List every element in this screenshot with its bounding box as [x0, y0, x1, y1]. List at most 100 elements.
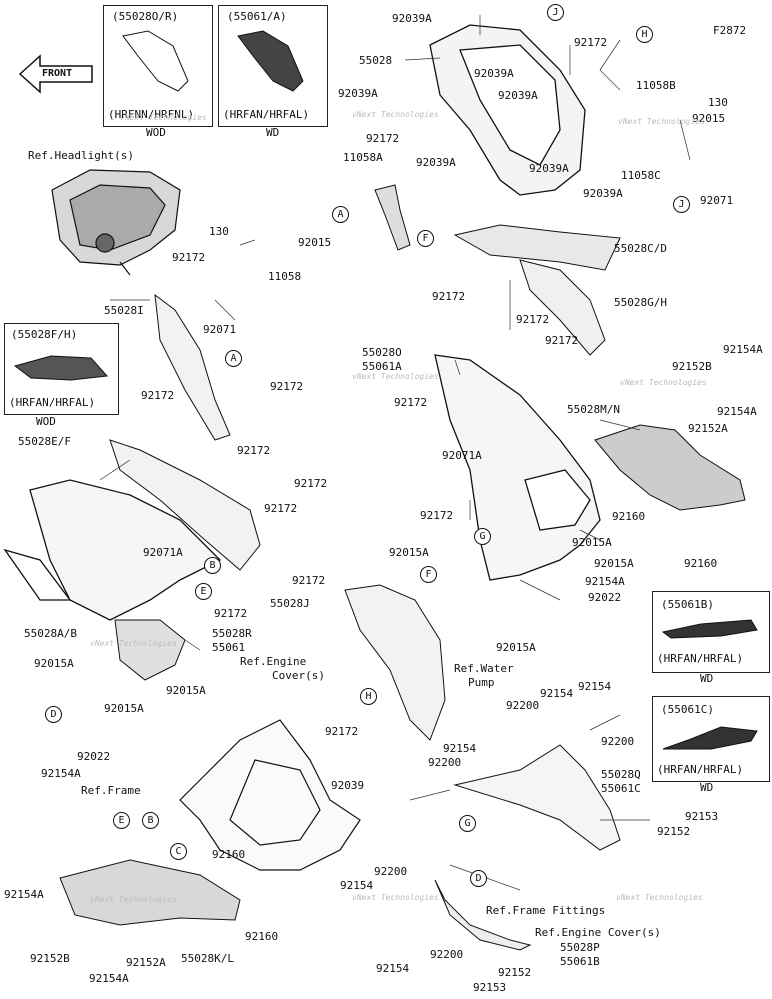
part-label: 11058A: [343, 151, 383, 164]
part-label: 92172: [264, 502, 298, 515]
inset-variant: (HRFAN/HRFAL): [223, 108, 310, 121]
under-cowl-55028p: [434, 879, 532, 951]
inset-market: WOD: [146, 126, 166, 139]
inset-55061a: (55061/A) (HRFAN/HRFAL): [218, 5, 328, 127]
part-label: 130: [708, 96, 728, 109]
inset-variant: (HRFNN/HRFNL): [108, 108, 195, 121]
part-label: 92172: [394, 396, 428, 409]
part-label: 92015A: [572, 536, 612, 549]
frame: [179, 719, 361, 871]
inner-cover-55028ef: [109, 439, 261, 571]
headlight-assembly: [51, 169, 181, 276]
side-piece-55028i: [154, 293, 231, 441]
inset-market: WD: [700, 672, 714, 685]
inset-part-image: [237, 30, 304, 92]
inner-panel-55028cd: [453, 224, 621, 271]
watermark: vNext Technologies: [120, 113, 207, 122]
part-label: 92039: [331, 779, 365, 792]
part-label: 55028P: [560, 941, 600, 954]
ref-frame: Ref.Frame: [81, 784, 141, 797]
part-label: 92015A: [34, 657, 74, 670]
ref-frame-fittings: Ref.Frame Fittings: [486, 904, 606, 917]
part-label: 92153: [685, 810, 719, 823]
part-label: 92154A: [717, 405, 757, 418]
part-label: 92172: [432, 290, 466, 303]
part-label: 55028O: [362, 346, 402, 359]
part-label: 92172: [325, 725, 359, 738]
watermark: vNext Technologies: [352, 110, 439, 119]
part-label: 92015: [298, 236, 332, 249]
inset-code: (55028F/H): [11, 328, 78, 341]
part-label: 92071A: [442, 449, 482, 462]
ref-water-pump: Pump: [468, 676, 495, 689]
inset-variant: (HRFAN/HRFAL): [9, 396, 96, 409]
part-label: 92039A: [474, 67, 514, 80]
part-label: 92015A: [166, 684, 206, 697]
inset-market: WOD: [36, 415, 56, 428]
part-label: 55061C: [601, 782, 641, 795]
bracket-11058a: [374, 184, 411, 251]
part-label: 92154A: [4, 888, 44, 901]
side-panel-55028r: [114, 619, 186, 681]
figure-code: F2872: [713, 24, 747, 37]
part-label: 55028R: [212, 627, 252, 640]
part-label: 92172: [366, 132, 400, 145]
part-label: 55061B: [560, 955, 600, 968]
part-label: 55061: [212, 641, 246, 654]
callout-g: G: [474, 528, 491, 545]
inset-part-image: [13, 355, 109, 381]
part-label: 92172: [292, 574, 326, 587]
inset-code: (55061B): [661, 598, 714, 611]
part-label: 92200: [430, 948, 464, 961]
inset-variant: (HRFAN/HRFAL): [657, 652, 744, 665]
watermark: vNext Technologies: [620, 378, 707, 387]
watermark: vNext Technologies: [352, 372, 439, 381]
part-label: 92153: [473, 981, 507, 994]
callout-h: H: [360, 688, 377, 705]
upper-cowl-55028: [429, 24, 586, 196]
part-label: 92039A: [529, 162, 569, 175]
part-label: 92160: [212, 848, 246, 861]
part-label: 92039A: [338, 87, 378, 100]
part-label: 92152B: [672, 360, 712, 373]
part-label: 92160: [612, 510, 646, 523]
callout-a: A: [225, 350, 242, 367]
inset-code: (55061/A): [227, 10, 287, 23]
part-label: 92154: [340, 879, 374, 892]
part-label: 55061A: [362, 360, 402, 373]
part-label: 92154A: [723, 343, 763, 356]
part-label: 92160: [684, 557, 718, 570]
part-label: 92022: [77, 750, 111, 763]
callout-b: B: [204, 557, 221, 574]
under-cowl-55028q: [453, 744, 621, 851]
inner-cover-55028j: [344, 584, 446, 741]
watermark: vNext Technologies: [618, 117, 705, 126]
part-label: 92172: [545, 334, 579, 347]
watermark: vNext Technologies: [90, 639, 177, 648]
inset-55061c: (55061C) (HRFAN/HRFAL): [652, 696, 770, 782]
part-label: 55028C/D: [614, 242, 667, 255]
part-label: 92200: [601, 735, 635, 748]
inset-market: WD: [700, 781, 714, 794]
part-label: 92071: [700, 194, 734, 207]
part-label: 92015A: [496, 641, 536, 654]
part-label: 92015A: [594, 557, 634, 570]
inner-panel-55028gh: [519, 259, 606, 356]
part-label: 92172: [516, 313, 550, 326]
part-label: 92200: [374, 865, 408, 878]
part-label: 92015: [692, 112, 726, 125]
ref-engine-cover-b: Ref.Engine Cover(s): [535, 926, 661, 939]
part-label: 92039A: [498, 89, 538, 102]
part-label: 92154: [376, 962, 410, 975]
front-label: FRONT: [42, 68, 73, 79]
part-label: 92172: [141, 389, 175, 402]
part-label: 92154: [443, 742, 477, 755]
front-arrow: FRONT: [18, 52, 98, 100]
part-label: 92022: [588, 591, 622, 604]
callout-j: J: [673, 196, 690, 213]
inset-part-image: [122, 30, 189, 92]
part-label: 92154: [578, 680, 612, 693]
part-label: 92039A: [392, 12, 432, 25]
callout-b: B: [142, 812, 159, 829]
